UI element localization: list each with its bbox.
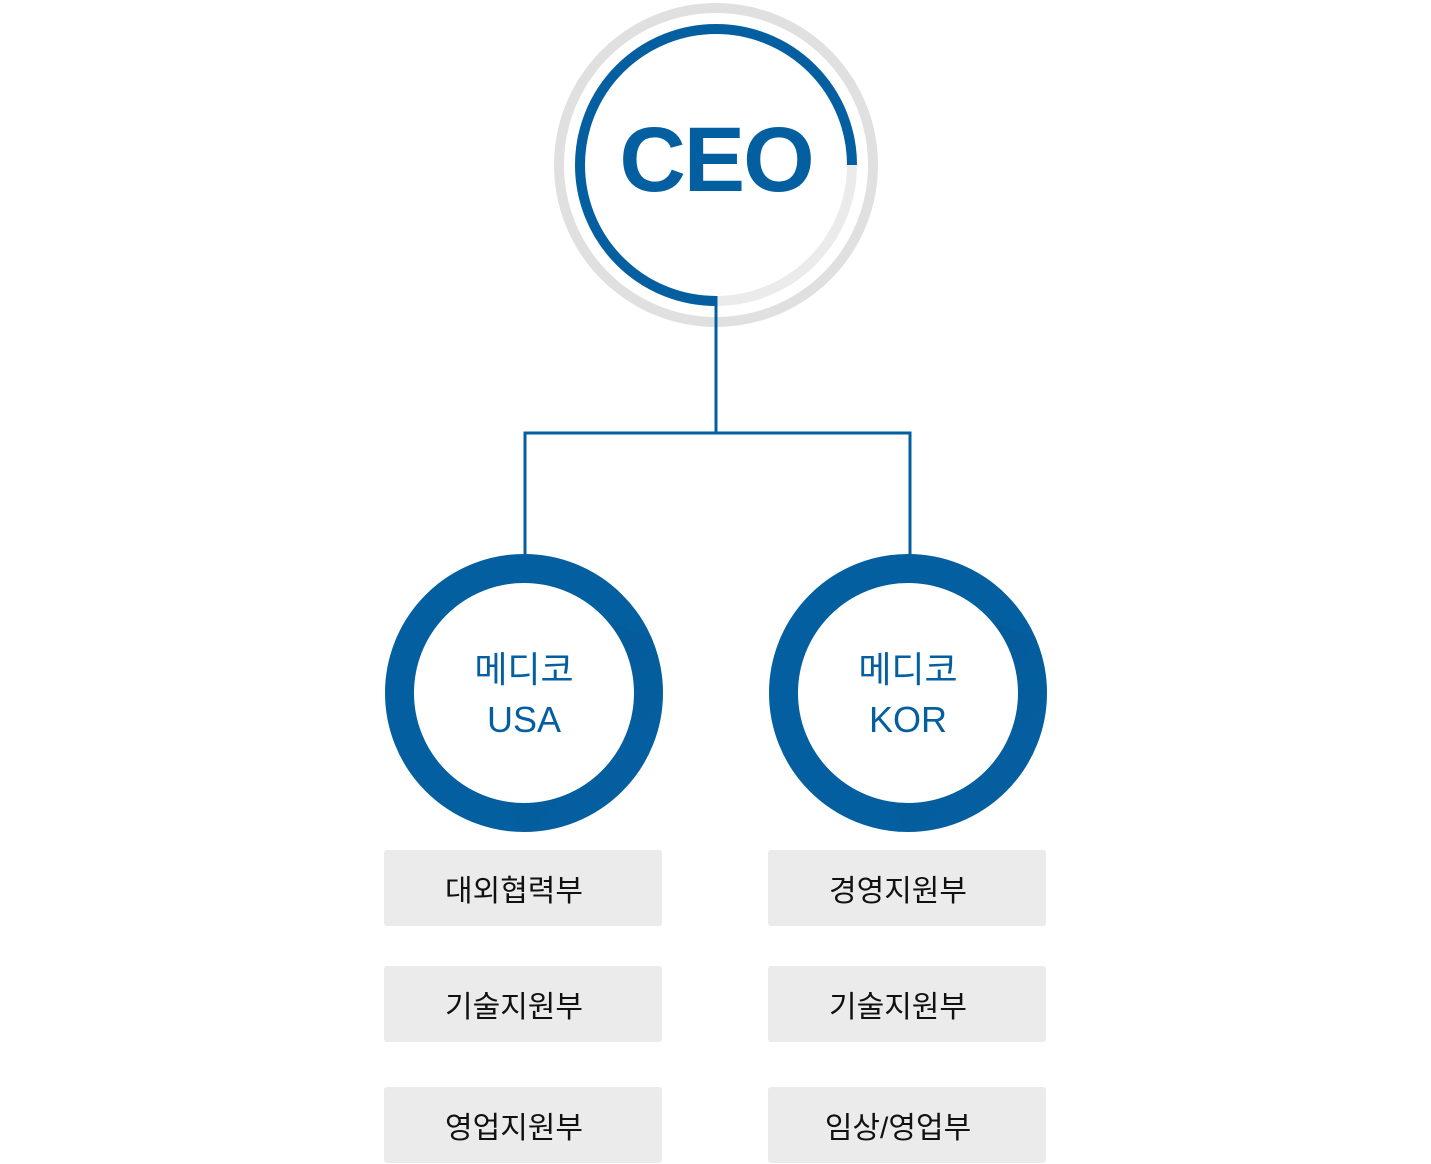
department-box: 경영지원부 (768, 850, 1046, 926)
ceo-label: CEO (619, 109, 814, 211)
branch-name: 메디코 (858, 649, 958, 690)
connector-lines (523, 296, 718, 556)
branch-kor: 메디코 KOR (798, 645, 1018, 745)
branch-region: USA (486, 699, 562, 740)
department-box: 임상/영업부 (768, 1087, 1046, 1163)
branch-region: KOR (868, 699, 947, 740)
department-box: 기술지원부 (384, 966, 662, 1042)
department-box: 영업지원부 (384, 1087, 662, 1163)
connector-lines-right (716, 431, 912, 556)
ceo-inner-ring-arc (575, 24, 857, 306)
branch-name: 메디코 (474, 649, 574, 690)
department-box: 대외협력부 (384, 850, 662, 926)
branch-usa: 메디코 USA (414, 645, 634, 745)
department-box: 기술지원부 (768, 966, 1046, 1042)
